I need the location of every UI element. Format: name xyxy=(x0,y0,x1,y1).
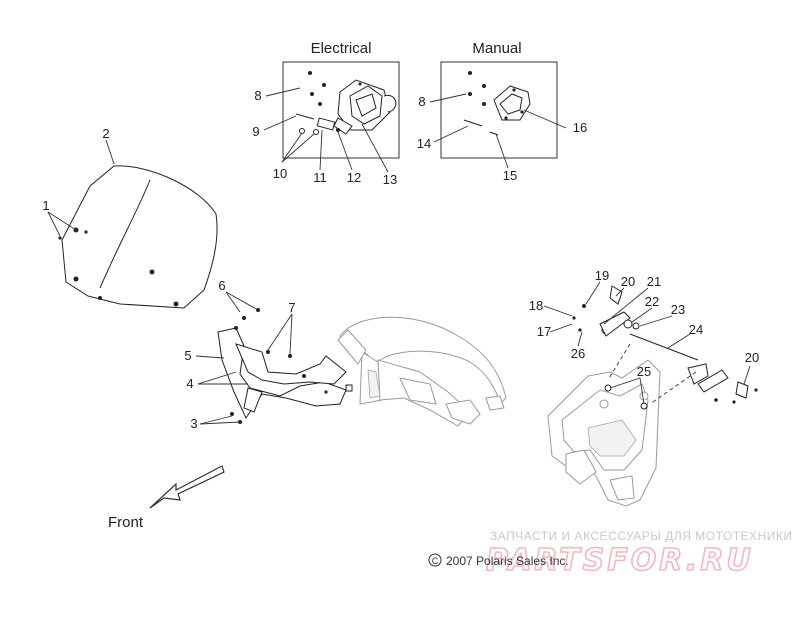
callout-11: 11 xyxy=(313,170,327,185)
callout-18: 18 xyxy=(529,298,543,313)
callout-labels: 2 1 3 4 5 6 7 8 9 10 11 12 13 8 14 15 16… xyxy=(42,88,759,431)
callout-20-left: 20 xyxy=(621,274,635,289)
callout-10: 10 xyxy=(273,166,287,181)
manual-frame xyxy=(440,61,558,159)
electrical-hardware xyxy=(295,71,340,135)
copyright-symbol: C xyxy=(432,556,439,566)
copyright-circle xyxy=(428,553,442,567)
manual-box: Manual xyxy=(440,40,558,159)
ghost-upper-fairing xyxy=(337,316,507,427)
electric-motor-assembly xyxy=(333,79,397,135)
callout-26: 26 xyxy=(571,346,585,361)
callout-9: 9 xyxy=(252,124,259,139)
callout-21: 21 xyxy=(647,274,661,289)
callout-7: 7 xyxy=(288,300,295,315)
callout-20-right: 20 xyxy=(745,350,759,365)
callout-5: 5 xyxy=(184,348,191,363)
electrical-title: Electrical xyxy=(311,40,372,57)
manual-title: Manual xyxy=(472,40,521,57)
callout-23: 23 xyxy=(671,302,685,317)
callout-24: 24 xyxy=(689,322,703,337)
leader-lines xyxy=(47,87,751,425)
callout-8-electrical: 8 xyxy=(254,88,261,103)
callout-16: 16 xyxy=(573,120,587,135)
ghost-headlight-bracket xyxy=(547,359,661,507)
watermark-tagline: ЗАПЧАСТИ И АКСЕССУАРЫ ДЛЯ МОТОТЕХНИКИ xyxy=(490,529,792,543)
callout-8-manual: 8 xyxy=(418,94,425,109)
callout-2: 2 xyxy=(102,126,109,141)
front-arrow: Front xyxy=(108,465,225,531)
manual-adjuster-assembly xyxy=(493,85,531,121)
callout-15: 15 xyxy=(503,168,517,183)
callout-19: 19 xyxy=(595,268,609,283)
watermark-brand: PARTSFOR.RU xyxy=(486,543,754,578)
callout-22: 22 xyxy=(645,294,659,309)
callout-1: 1 xyxy=(42,198,49,213)
watermark: ЗАПЧАСТИ И АКСЕССУАРЫ ДЛЯ МОТОТЕХНИКИ PA… xyxy=(485,529,792,579)
windshield xyxy=(58,165,218,309)
callout-3: 3 xyxy=(190,416,197,431)
callout-12: 12 xyxy=(347,170,361,185)
callout-6: 6 xyxy=(218,278,225,293)
electrical-box: Electrical xyxy=(282,40,400,159)
callout-14: 14 xyxy=(417,136,431,151)
manual-hardware xyxy=(463,71,499,136)
electrical-frame xyxy=(282,61,400,159)
lower-panel xyxy=(217,308,353,424)
front-label: Front xyxy=(108,514,144,531)
callout-17: 17 xyxy=(537,324,551,339)
linkage-assembly xyxy=(572,285,758,410)
copyright-text: 2007 Polaris Sales Inc. xyxy=(446,554,569,568)
copyright-line: C 2007 Polaris Sales Inc. xyxy=(428,553,569,568)
callout-4: 4 xyxy=(186,376,193,391)
callout-25: 25 xyxy=(637,364,651,379)
callout-13: 13 xyxy=(383,172,397,187)
